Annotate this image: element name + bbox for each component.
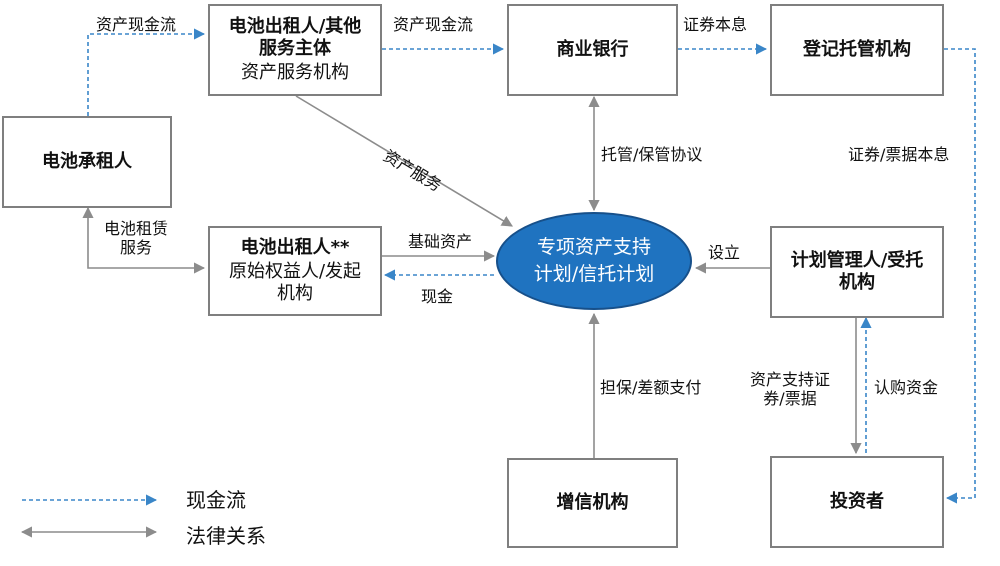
node-battery-lessor-role1: 原始权益人/发起	[228, 261, 362, 282]
label-service-cash: 资产现金流	[393, 15, 474, 34]
label-lease-service: 电池租赁 服务	[104, 219, 168, 257]
node-battery-lessee-label: 电池承租人	[42, 151, 132, 172]
node-battery-lessor-role2: 机构	[277, 283, 313, 304]
label-cash: 现金	[421, 287, 454, 306]
node-battery-lessor: 电池出租人** 原始权益人/发起 机构	[208, 226, 382, 316]
edge-service-to-spv-asset-service	[295, 95, 513, 227]
node-custodian-label: 登记托管机构	[803, 39, 911, 60]
label-securities-interest: 证券本息	[683, 15, 748, 34]
node-investor: 投资者	[770, 456, 944, 548]
node-plan-manager-line2: 机构	[839, 272, 875, 293]
node-service-provider: 电池出租人/其他 服务主体 资产服务机构	[208, 4, 382, 96]
label-underlying-asset: 基础资产	[408, 232, 473, 251]
label-custody-agreement: 托管/保管协议	[601, 145, 703, 164]
label-lessee-cash: 资产现金流	[96, 15, 177, 34]
label-lease-service-line1: 电池租赁	[104, 219, 169, 238]
node-special-plan: 专项资产支持 计划/信托计划	[496, 212, 692, 310]
node-plan-manager-line1: 计划管理人/受托	[790, 250, 924, 271]
edge-lessee-to-service-cash	[87, 28, 206, 116]
legend-cashflow-label: 现金流	[186, 488, 246, 512]
label-abs: 资产支持证 券/票据	[750, 370, 830, 408]
label-guarantee: 担保/差额支付	[600, 378, 702, 397]
node-credit-enhancer: 增信机构	[507, 458, 678, 548]
legend-legal-label: 法律关系	[186, 524, 266, 548]
node-battery-lessor-line1: 电池出租人**	[240, 237, 350, 258]
node-service-provider-role: 资产服务机构	[241, 62, 349, 83]
node-plan-manager: 计划管理人/受托 机构	[770, 226, 944, 318]
node-custodian: 登记托管机构	[770, 4, 944, 96]
node-commercial-bank-label: 商业银行	[556, 39, 629, 60]
node-service-provider-line1: 电池出租人/其他	[228, 16, 362, 37]
node-service-provider-line2: 服务主体	[259, 38, 331, 59]
node-special-plan-line2: 计划/信托计划	[533, 263, 655, 285]
label-subscription: 认购资金	[874, 378, 939, 397]
label-establish: 设立	[708, 243, 741, 262]
node-battery-lessee: 电池承租人	[2, 116, 172, 208]
edge-lessee-lessor-lease	[82, 206, 206, 274]
label-bill-interest: 证券/票据本息	[848, 145, 950, 164]
label-abs-line1: 资产支持证	[750, 370, 831, 389]
node-special-plan-line1: 专项资产支持	[536, 236, 651, 258]
node-commercial-bank: 商业银行	[507, 4, 678, 96]
node-credit-enhancer-label: 增信机构	[556, 492, 629, 513]
node-investor-label: 投资者	[830, 491, 884, 512]
edge-custodian-to-investor-interest	[944, 48, 976, 504]
label-lease-service-line2: 服务	[120, 238, 153, 257]
label-abs-line2: 券/票据	[763, 389, 817, 408]
